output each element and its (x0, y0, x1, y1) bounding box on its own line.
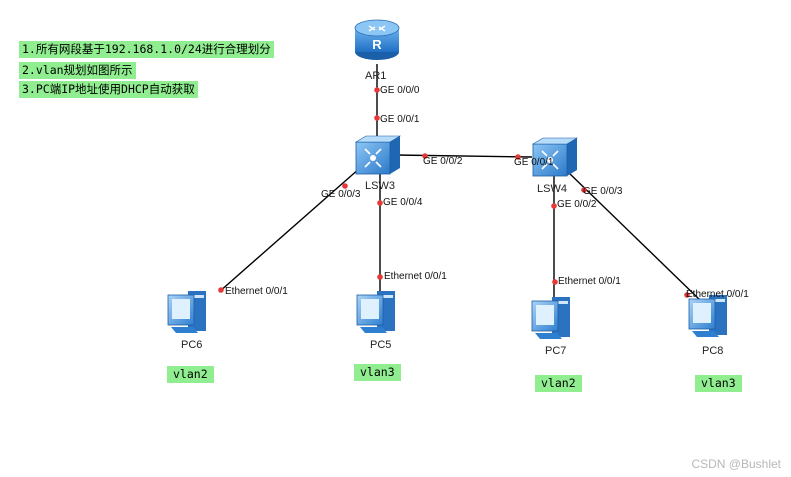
switch-icon[interactable] (531, 137, 579, 177)
port-dot (684, 292, 690, 298)
port-label: GE 0/0/4 (383, 197, 423, 208)
watermark: CSDN @Bushlet (691, 457, 781, 471)
link-lsw3-lsw4 (394, 154, 533, 158)
port-label: Ethernet 0/0/1 (686, 289, 749, 300)
device-label-ar1: AR1 (365, 70, 387, 82)
port-dot (377, 274, 383, 280)
vlan-tag-pc6: vlan2 (167, 366, 214, 383)
device-label-pc7: PC7 (545, 345, 567, 357)
requirement-note-1: 1.所有网段基于192.168.1.0/24进行合理划分 (19, 41, 274, 58)
port-label: GE 0/0/1 (514, 157, 554, 168)
port-label: Ethernet 0/0/1 (384, 271, 447, 282)
port-label: GE 0/0/2 (423, 156, 463, 167)
port-dot (551, 203, 557, 209)
vlan-tag-pc5: vlan3 (354, 364, 401, 381)
port-label: GE 0/0/1 (380, 114, 420, 125)
device-label-pc8: PC8 (702, 345, 724, 357)
port-dot (374, 87, 380, 93)
port-dot (552, 279, 558, 285)
pc-icon[interactable] (167, 291, 206, 333)
requirement-note-3: 3.PC端IP地址使用DHCP自动获取 (19, 81, 198, 98)
port-label: GE 0/0/0 (380, 85, 420, 96)
port-label: GE 0/0/3 (321, 189, 361, 200)
port-dot (342, 183, 348, 189)
router-icon[interactable]: R (354, 19, 400, 60)
port-dot (374, 115, 380, 121)
device-label-pc5: PC5 (370, 339, 392, 351)
port-dot (218, 287, 224, 293)
device-label-lsw4: LSW4 (537, 183, 567, 195)
port-dots (218, 87, 690, 298)
device-label-lsw3: LSW3 (365, 180, 395, 192)
requirement-note-2: 2.vlan规划如图所示 (19, 62, 136, 79)
links (218, 64, 701, 301)
device-label-pc6: PC6 (181, 339, 203, 351)
port-dot (377, 200, 383, 206)
port-label: Ethernet 0/0/1 (558, 276, 621, 287)
pc-icon[interactable] (531, 297, 570, 339)
vlan-tag-pc8: vlan3 (695, 375, 742, 392)
vlan-tag-pc7: vlan2 (535, 375, 582, 392)
port-label: Ethernet 0/0/1 (225, 286, 288, 297)
svg-text:R: R (372, 37, 382, 52)
link-lsw4-pc8 (567, 171, 701, 301)
port-label: GE 0/0/2 (557, 199, 597, 210)
switch-icon[interactable] (354, 135, 402, 175)
link-lsw3-pc6 (218, 167, 361, 293)
port-label: GE 0/0/3 (583, 186, 623, 197)
port-dot (515, 154, 521, 160)
port-dot (581, 187, 587, 193)
pc-icon[interactable] (688, 295, 727, 337)
pc-icon[interactable] (356, 291, 395, 333)
port-dot (422, 153, 428, 159)
